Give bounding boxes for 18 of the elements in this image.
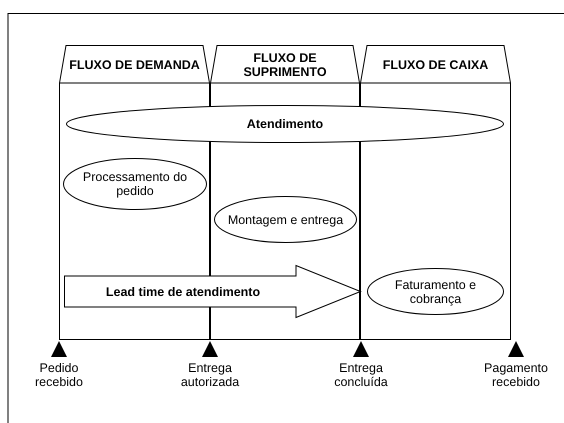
process-ellipse (214, 196, 357, 243)
column-header: FLUXO DE CAIXA (382, 58, 488, 72)
milestone-label: Entrega concluída (333, 361, 389, 389)
block-arrow (64, 265, 361, 318)
process-ellipse (66, 105, 504, 143)
process-label: Processamento do pedido (82, 170, 188, 198)
milestone-label: Entrega autorizada (180, 361, 240, 389)
process-label: Atendimento (246, 117, 324, 131)
process-label: Faturamento e cobrança (394, 278, 478, 306)
swimlane-column (360, 45, 511, 340)
process-label: Montagem e entrega (228, 212, 344, 226)
milestone-label: Pedido recebido (34, 361, 84, 389)
column-header: FLUXO DE SUPRIMENTO (242, 50, 328, 78)
process-ellipse (367, 268, 504, 315)
process-ellipse (63, 158, 207, 210)
milestone-label: Pagamento recebido (483, 361, 549, 389)
arrow-label: Lead time de atendimento (106, 284, 260, 298)
column-header: FLUXO DE DEMANDA (69, 58, 200, 72)
